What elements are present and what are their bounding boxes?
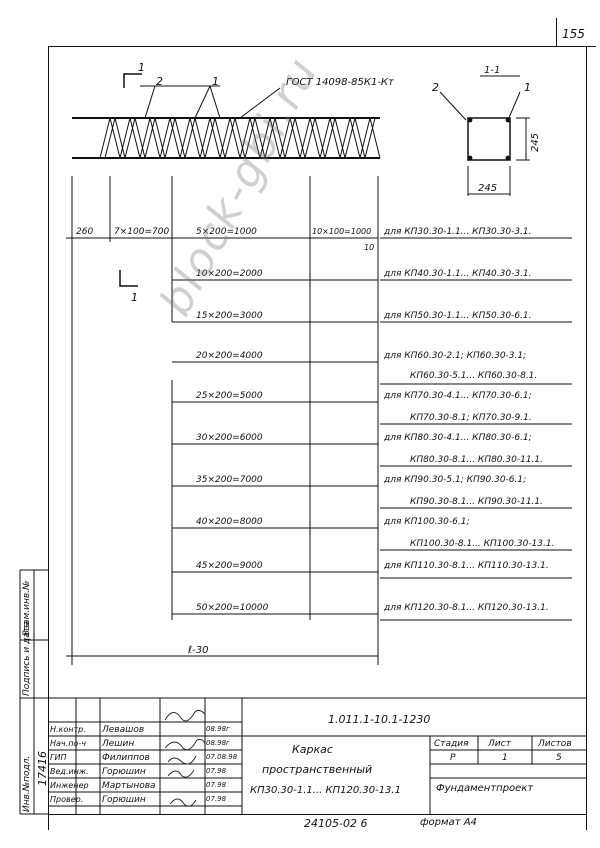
sheet-number: 155 <box>562 27 585 41</box>
leader-gost <box>239 87 281 119</box>
dim-260: 260 <box>76 227 94 237</box>
stamp-date: 07.08.98 <box>206 753 238 761</box>
side-label-replace: Взам.инв.№ <box>22 580 32 636</box>
frame-bottom <box>48 814 586 815</box>
total-dim: ℓ-30 <box>188 645 209 656</box>
corner-box-line <box>556 18 557 46</box>
section-mark-top <box>123 73 142 88</box>
gost-label: ГОСТ 14098-85К1-Кт <box>286 77 394 88</box>
dim-5x200: 5×200=1000 <box>196 227 257 237</box>
row-note: для КП110.30-8.1... КП110.30-13.1. <box>384 561 549 571</box>
leader-1a <box>194 85 211 119</box>
title-line-1: Каркас <box>292 743 333 756</box>
row-note: для КП50.30-1.1... КП50.30-6.1. <box>384 311 532 321</box>
section-callout-2: 2 <box>432 81 439 94</box>
side-label-inv: Инв.№подл. <box>22 755 32 812</box>
stamp-role: Н.контр. <box>50 725 86 734</box>
row-note: КП90.30-8.1... КП90.30-11.1. <box>410 497 543 507</box>
stamp-role: Нач.по-ч <box>50 739 86 748</box>
dim-7x100: 7×100=700 <box>114 227 170 237</box>
section-mark-bottom <box>119 270 138 287</box>
row-dimension: 50×200=10000 <box>196 603 269 613</box>
stamp-name: Лешин <box>102 739 135 749</box>
row-dimension: 30×200=6000 <box>196 433 263 443</box>
stamp-name: Филиппов <box>102 753 150 763</box>
stamp-name: Горюшин <box>102 795 146 805</box>
frame-right <box>586 46 587 830</box>
sheet-value: 1 <box>502 753 508 763</box>
row-note: для КП80.30-4.1... КП80.30-6.1; <box>384 433 532 443</box>
frame-left <box>48 46 49 830</box>
title-line-2: пространственный <box>262 763 373 776</box>
sheets-value: 5 <box>556 753 562 763</box>
stamp-date: 08.98г <box>206 725 230 733</box>
stage-value: Р <box>450 753 456 763</box>
leader-2 <box>144 85 156 119</box>
stamp-role: Вед.инж. <box>50 767 89 776</box>
row-note: для КП90.30-5.1; КП90.30-6.1; <box>384 475 527 485</box>
stamp-name: Горюшин <box>102 767 146 777</box>
stamp-role: Провер. <box>50 795 84 804</box>
format-label: формат А4 <box>420 817 477 828</box>
footer-code: 24105-02 6 <box>304 817 368 830</box>
callout-1: 1 <box>212 75 219 88</box>
stamp-name: Левашов <box>102 725 145 735</box>
inventory-number: 17416 <box>36 751 49 786</box>
stamp-role: Инженер <box>50 781 89 790</box>
stamp-role: ГИП <box>50 753 67 762</box>
sheet-header: Лист <box>488 739 511 749</box>
row-dimension: 10×200=2000 <box>196 269 263 279</box>
stamp-date: 07.98 <box>206 781 227 789</box>
dim-10x100: 10×100=1000 <box>312 227 372 236</box>
signatures <box>164 709 206 807</box>
row-dimension: 45×200=9000 <box>196 561 263 571</box>
callout-2: 2 <box>156 75 163 88</box>
section-mark-label-bottom: 1 <box>131 291 138 304</box>
dim-245-horizontal: 245 <box>478 183 498 194</box>
sheets-header: Листов <box>538 739 572 749</box>
row-note: для КП100.30-6.1; <box>384 517 470 527</box>
stamp-date: 07.98 <box>206 767 227 775</box>
row0-note: для КП30.30-1.1... КП30.30-3.1. <box>384 227 532 237</box>
title-line-3: КП30.30-1.1... КП120.30-13.1 <box>250 785 401 796</box>
row-dimension: 15×200=3000 <box>196 311 263 321</box>
leader-1b <box>209 85 221 119</box>
section-mark-label: 1 <box>138 61 145 74</box>
stamp-date: 08.98г <box>206 739 230 747</box>
section-square <box>467 117 511 161</box>
frame-top <box>48 46 596 47</box>
row-dimension: 20×200=4000 <box>196 351 263 361</box>
row-note: для КП120.30-8.1... КП120.30-13.1. <box>384 603 549 613</box>
row-note: КП80.30-8.1... КП80.30-11.1. <box>410 455 543 465</box>
row-note: КП70.30-8.1; КП70.30-9.1. <box>410 413 532 423</box>
doc-code: 1.011.1-10.1-1230 <box>328 713 431 726</box>
row-note: для КП40.30-1.1... КП40.30-3.1. <box>384 269 532 279</box>
stamp-name: Мартынова <box>102 781 156 791</box>
row-note: для КП60.30-2.1; КП60.30-3.1; <box>384 351 527 361</box>
dim-10: 10 <box>364 243 375 252</box>
organization: Фундаментпроект <box>436 783 534 794</box>
section-title: 1-1 <box>484 65 501 76</box>
row-note: для КП70.30-4.1... КП70.30-6.1; <box>384 391 532 401</box>
row-dimension: 25×200=5000 <box>196 391 263 401</box>
section-callout-1: 1 <box>524 81 531 94</box>
row-note: КП60.30-5.1... КП60.30-8.1. <box>410 371 538 381</box>
row-note: КП100.30-8.1... КП100.30-13.1. <box>410 539 555 549</box>
dim-245-vertical: 245 <box>530 132 541 152</box>
stamp-date: 07.98 <box>206 795 227 803</box>
stage-header: Стадия <box>434 739 469 749</box>
row-dimension: 40×200=8000 <box>196 517 263 527</box>
row-dimension: 35×200=7000 <box>196 475 263 485</box>
spiral <box>99 117 381 159</box>
